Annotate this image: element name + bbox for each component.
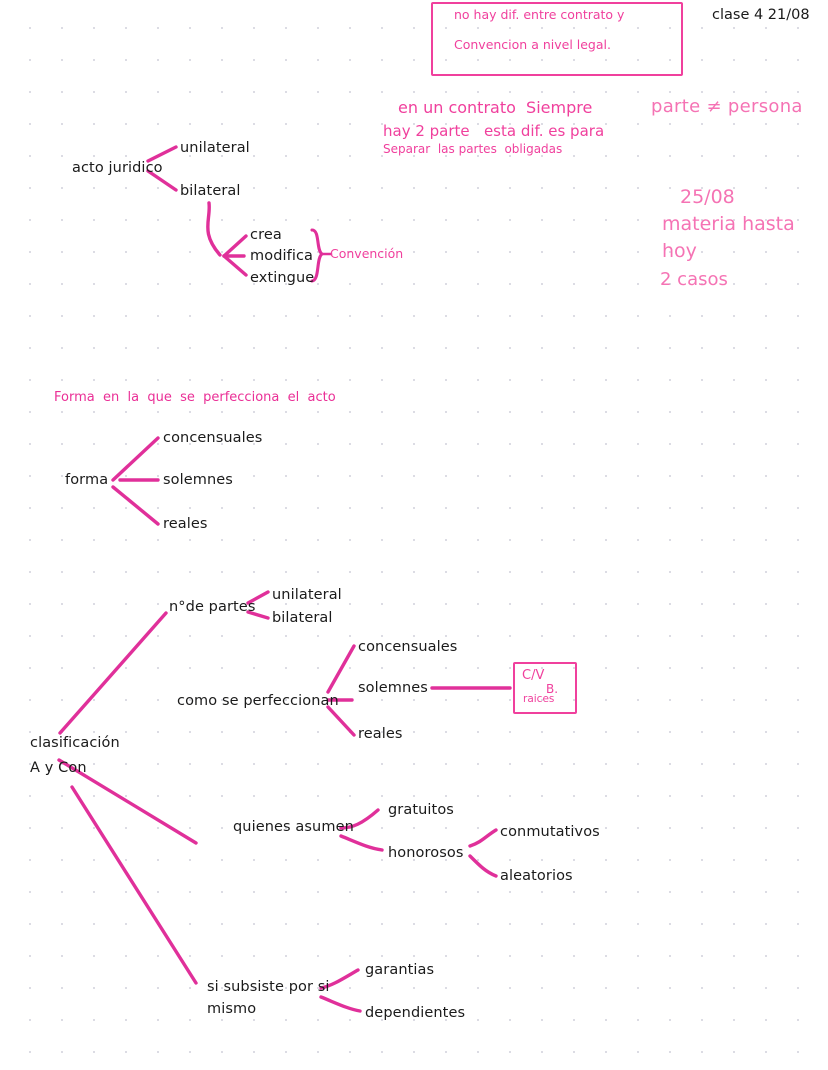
date-note-line-1: 25/08 xyxy=(680,186,735,208)
callout-line-2: Convencion a nivel legal. xyxy=(454,37,611,52)
node-reales-forma: reales xyxy=(163,516,208,532)
parte-persona-note: parte ≠ persona xyxy=(651,96,803,117)
node-extingue: extingue xyxy=(250,270,315,286)
node-acto-juridico: acto juridico xyxy=(72,160,163,176)
node-clasificacion-line-1: clasificación xyxy=(30,735,120,751)
node-clasificacion-line-2: A y Con xyxy=(30,760,87,776)
callout-box xyxy=(431,2,683,76)
node-forma: forma xyxy=(65,472,109,488)
node-solemnes-forma: solemnes xyxy=(163,472,233,488)
contrato-note-line-3: Separar las partes obligadas xyxy=(383,142,563,156)
node-solemnes-clasif: solemnes xyxy=(358,680,428,696)
callout-line-1: no hay dif. entre contrato y xyxy=(454,7,625,22)
node-unilateral-partes: unilateral xyxy=(272,587,342,603)
node-gratuitos: gratuitos xyxy=(388,802,454,818)
node-si-subsiste-line-1: si subsiste por si xyxy=(207,979,330,995)
solemnes-note-line-3: raices xyxy=(523,693,555,705)
node-como-se-perfeccionan: como se perfeccionan xyxy=(177,693,339,709)
node-numero-de-partes: n°de partes xyxy=(169,599,256,615)
node-bilateral-acto: bilateral xyxy=(180,183,241,199)
date-note-line-2: materia hasta xyxy=(662,213,795,235)
solemnes-note-text: C/V B. raices xyxy=(513,662,577,714)
heading-forma-perfecciona: Forma en la que se perfecciona el acto xyxy=(54,390,336,405)
node-unilateral-acto: unilateral xyxy=(180,140,250,156)
node-concensuales-clasif: concensuales xyxy=(358,639,458,655)
node-crea: crea xyxy=(250,227,282,243)
contrato-note-line-2: hay 2 parte esta dif. es para xyxy=(383,122,605,140)
node-modifica: modifica xyxy=(250,248,314,264)
page-header-note: clase 4 21/08 xyxy=(712,7,810,23)
date-note-line-4: 2 casos xyxy=(660,269,728,290)
solemnes-note-line-1: C/V xyxy=(522,668,545,683)
label-convencion: Convención xyxy=(330,246,404,261)
node-bilateral-partes: bilateral xyxy=(272,610,333,626)
node-concensuales-forma: concensuales xyxy=(163,430,263,446)
node-garantias: garantias xyxy=(365,962,435,978)
node-dependientes: dependientes xyxy=(365,1005,466,1021)
node-reales-clasif: reales xyxy=(358,726,403,742)
contrato-note-line-1: en un contrato Siempre xyxy=(398,98,593,117)
solemnes-note-box xyxy=(513,662,577,714)
date-note-line-3: hoy xyxy=(662,240,697,262)
node-conmutativos: conmutativos xyxy=(500,824,600,840)
node-aleatorios: aleatorios xyxy=(500,868,573,884)
solemnes-note-line-2: B. xyxy=(546,682,559,696)
node-quienes-asumen: quienes asumen xyxy=(233,819,354,835)
node-si-subsiste-line-2: mismo xyxy=(207,1001,257,1017)
node-honorosos: honorosos xyxy=(388,845,464,861)
